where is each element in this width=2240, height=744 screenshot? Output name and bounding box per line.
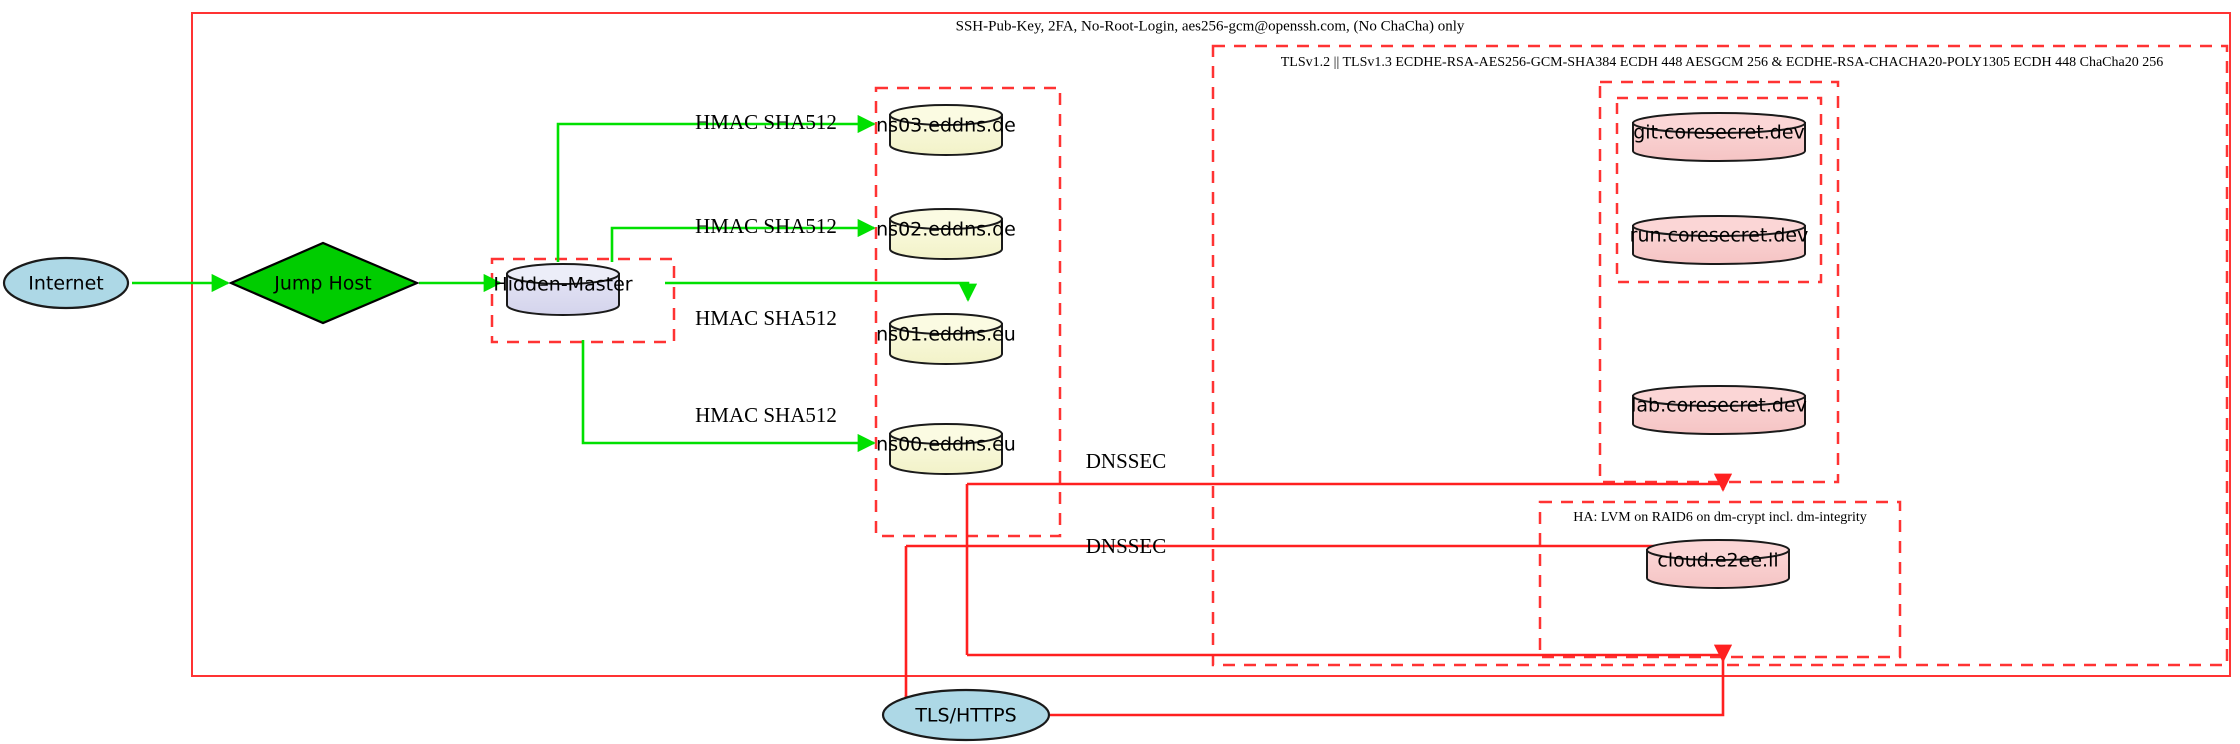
node-jump-host[interactable]: Jump Host [228,241,420,325]
edge-dnssec-lower-top [906,544,1725,550]
node-hidden-master-label: Hidden-Master [493,274,632,296]
node-git-label: git.coresecret.dev [1633,122,1805,144]
git-top [1632,112,1806,134]
node-tls-https[interactable]: TLS/HTTPS [881,688,1051,742]
node-cloud-label: cloud.e2ee.li [1657,550,1778,572]
ns00-top [889,423,1003,445]
run-top [1632,215,1806,237]
cluster-tls-policy [1211,44,2229,667]
edge-label-hmac-ns00: HMAC SHA512 [695,403,837,427]
cluster-ssh-policy [191,12,2231,677]
jump-host-diamond [228,241,420,325]
ns03-body [889,114,1003,156]
node-run-coresecret[interactable]: run.coresecret.dev [1630,215,1809,265]
node-tls-https-label: TLS/HTTPS [914,705,1016,727]
edge-label-hmac-ns03: HMAC SHA512 [695,110,837,134]
edge-hiddenmaster-to-ns00 [581,340,876,453]
node-jump-host-label: Jump Host [273,273,372,295]
edge-tlshttps-right [1050,661,1725,717]
node-run-label: run.coresecret.dev [1630,225,1809,247]
ns00-body [889,433,1003,475]
ns02-body [889,218,1003,260]
lab-top [1632,385,1806,407]
node-cloud-e2ee[interactable]: cloud.e2ee.li [1646,539,1790,589]
edge-dnssec-upper [967,473,1733,492]
edge-label-dnssec-upper: DNSSEC [1086,449,1167,473]
node-git-coresecret[interactable]: git.coresecret.dev [1632,112,1806,162]
tls-https-ellipse [881,688,1051,742]
cluster-ssh-policy-label: SSH-Pub-Key, 2FA, No-Root-Login, aes256-… [956,18,1465,34]
hidden-master-top [506,263,620,285]
edge-hiddenmaster-to-ns03 [556,114,876,262]
node-hidden-master[interactable]: Hidden-Master [493,263,633,316]
node-ns01-label: ns01.eddns.eu [876,324,1016,346]
edge-label-hmac-ns01: HMAC SHA512 [695,306,837,330]
node-ns01[interactable]: ns01.eddns.eu [876,313,1016,365]
cloud-top [1646,539,1790,561]
node-ns02-label: ns02.eddns.de [876,219,1016,241]
node-ns00[interactable]: ns00.eddns.eu [876,423,1016,475]
ns01-top [889,313,1003,335]
edge-label-dnssec-lower: DNSSEC [1086,534,1167,558]
ns01-body [889,323,1003,365]
edge-tls-to-ha [967,644,1733,663]
edge-label-hmac-ns02: HMAC SHA512 [695,214,837,238]
cluster-tls-policy-label: TLSv1.2 || TLSv1.3 ECDHE-RSA-AES256-GCM-… [1281,55,2163,70]
node-internet[interactable]: Internet [2,256,130,310]
node-ns02[interactable]: ns02.eddns.de [876,208,1016,260]
cluster-hidden-master [490,257,676,344]
internet-ellipse [2,256,130,310]
ns03-top [889,104,1003,126]
edge-hiddenmaster-to-ns01 [665,281,978,302]
edge-hiddenmaster-to-ns02 [610,218,876,262]
node-lab-label: lab.coresecret.dev [1631,395,1807,417]
hidden-master-body [506,273,620,316]
node-ns03-label: ns03.eddns.de [876,115,1016,137]
node-ns03[interactable]: ns03.eddns.de [876,104,1016,156]
node-internet-label: Internet [28,273,103,295]
node-lab-coresecret[interactable]: lab.coresecret.dev [1631,385,1807,435]
node-ns00-label: ns00.eddns.eu [876,434,1016,456]
cluster-ha-storage-label: HA: LVM on RAID6 on dm-crypt incl. dm-in… [1573,510,1866,525]
cluster-git-run [1615,96,1823,284]
ns02-top [889,208,1003,230]
